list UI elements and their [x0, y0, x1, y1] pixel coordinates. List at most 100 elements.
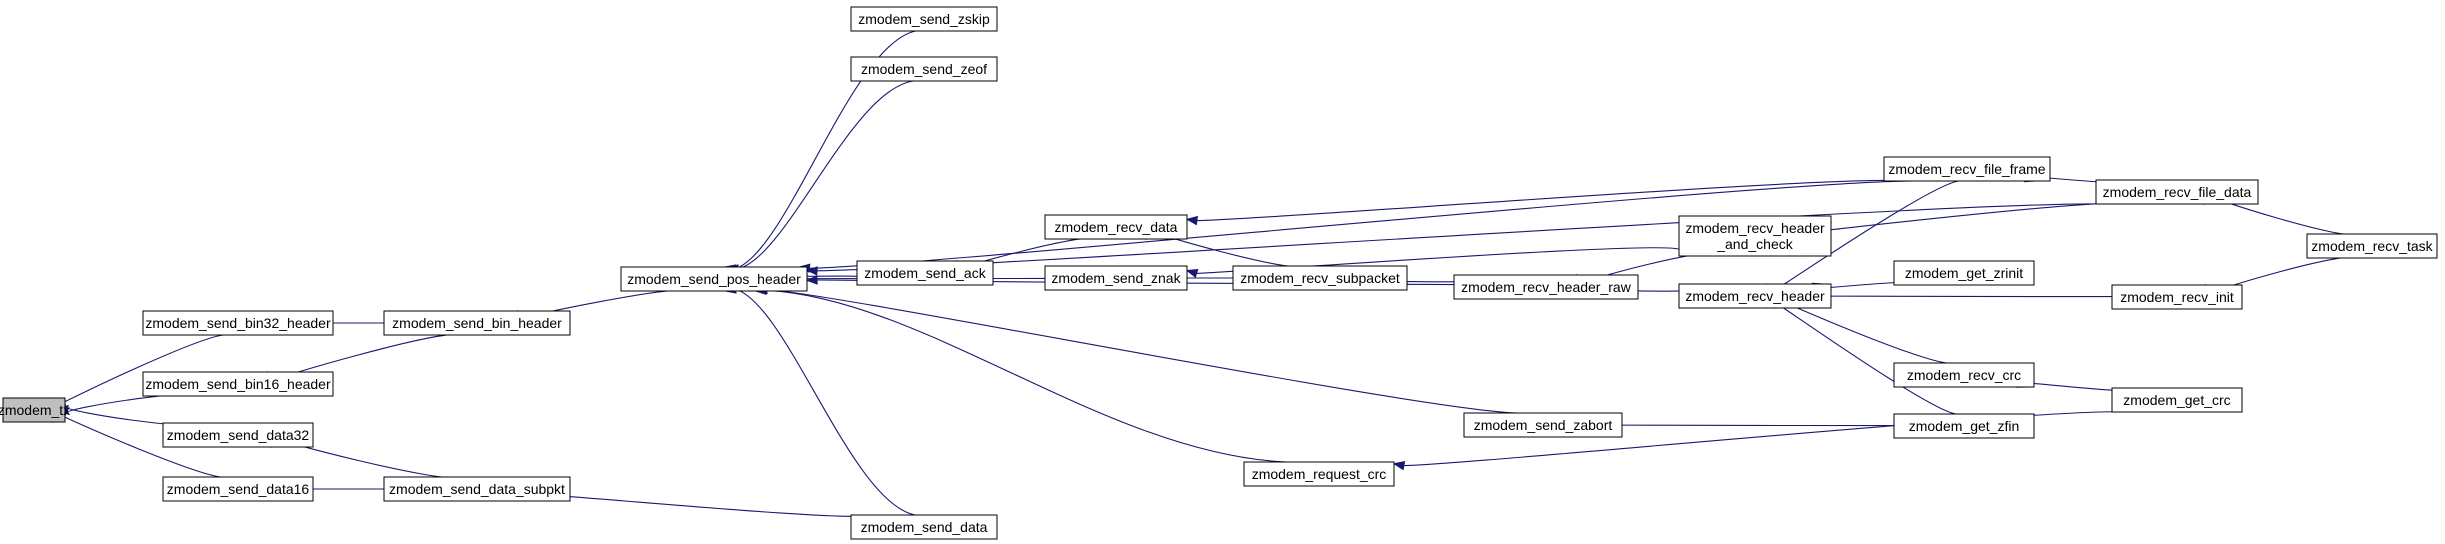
edge-zmodem-send-bin16-header-to-zmodem-tx — [63, 393, 204, 415]
node-label: zmodem_send_data_subpkt — [389, 481, 565, 497]
node-box — [1893, 362, 2035, 388]
node-box — [850, 514, 998, 540]
edge-zmodem-send-zabort-to-zmodem-send-pos-header — [766, 288, 1518, 414]
node-zmodem-recv-header[interactable]: zmodem_recv_header — [1678, 283, 1832, 309]
node-label: zmodem_recv_header_raw — [1461, 279, 1632, 295]
node-zmodem-recv-file-frame[interactable]: zmodem_recv_file_frame — [1883, 156, 2051, 182]
node-zmodem-tx[interactable]: zmodem_tx — [0, 397, 70, 423]
node-box — [1678, 215, 1832, 257]
node-box — [1243, 461, 1395, 487]
edge-zmodem-recv-file-frame-to-zmodem-recv-header — [1775, 180, 1960, 290]
node-zmodem-send-zeof[interactable]: zmodem_send_zeof — [850, 56, 998, 82]
node-label: zmodem_send_data32 — [167, 427, 310, 443]
node-box — [162, 422, 314, 448]
node-label: zmodem_recv_crc — [1907, 367, 2021, 383]
node-zmodem-get-zrinit[interactable]: zmodem_get_zrinit — [1893, 260, 2035, 286]
edge-zmodem-get-zfin-to-zmodem-recv-header — [1775, 302, 1957, 415]
node-label: zmodem_recv_init — [2120, 289, 2234, 305]
node-label: zmodem_get_zfin — [1909, 418, 2020, 434]
node-zmodem-send-pos-header[interactable]: zmodem_send_pos_header — [620, 266, 808, 292]
node-zmodem-send-bin-header[interactable]: zmodem_send_bin_header — [383, 310, 571, 336]
node-box — [1463, 412, 1623, 438]
edge-zmodem-recv-crc-to-zmodem-recv-header — [1781, 300, 1953, 364]
node-label: zmodem_send_pos_header — [627, 271, 801, 287]
edge-zmodem-recv-file-frame-to-zmodem-recv-data-arrowhead — [1185, 215, 1198, 226]
node-zmodem-recv-file-data[interactable]: zmodem_recv_file_data — [2095, 179, 2259, 205]
node-zmodem-send-bin16-header[interactable]: zmodem_send_bin16_header — [142, 371, 334, 397]
node-zmodem-send-bin32-header[interactable]: zmodem_send_bin32_header — [142, 310, 334, 336]
node-label: zmodem_get_crc — [2123, 392, 2230, 408]
edge-zmodem-send-data16-to-zmodem-tx — [59, 414, 227, 478]
node-label: zmodem_recv_file_data — [2103, 184, 2252, 200]
node-label: zmodem_send_zeof — [861, 61, 987, 77]
node-zmodem-send-data[interactable]: zmodem_send_data — [850, 514, 998, 540]
edge-zmodem-send-data-to-zmodem-send-data-subpkt — [555, 495, 872, 517]
node-zmodem-recv-subpacket[interactable]: zmodem_recv_subpacket — [1232, 265, 1408, 291]
node-box — [1232, 265, 1408, 291]
node-box — [2095, 179, 2259, 205]
node-zmodem-recv-header-raw[interactable]: zmodem_recv_header_raw — [1453, 274, 1639, 300]
edge-zmodem-send-zskip-to-zmodem-send-pos-header — [734, 30, 916, 270]
node-box — [850, 6, 998, 32]
edge-zmodem-send-data-to-zmodem-send-pos-header — [735, 288, 916, 516]
node-box — [2306, 233, 2438, 259]
node-zmodem-send-data-subpkt[interactable]: zmodem_send_data_subpkt — [383, 476, 571, 502]
node-box — [2111, 284, 2243, 310]
node-box — [2111, 387, 2243, 413]
node-zmodem-recv-data[interactable]: zmodem_recv_data — [1044, 214, 1188, 240]
node-box — [2, 397, 66, 423]
node-box — [142, 310, 334, 336]
node-zmodem-send-znak[interactable]: zmodem_send_znak — [1044, 265, 1188, 291]
node-box — [856, 260, 994, 286]
node-box — [1893, 413, 2035, 439]
edge-zmodem-recv-header-and-check-to-zmodem-send-znak — [1196, 247, 1680, 274]
node-box — [850, 56, 998, 82]
edge-zmodem-recv-file-frame-to-zmodem-recv-data — [1196, 179, 1902, 222]
node-zmodem-get-crc[interactable]: zmodem_get_crc — [2111, 387, 2243, 413]
edge-zmodem-recv-file-data-to-zmodem-send-pos-header-arrowhead — [805, 266, 818, 276]
node-zmodem-send-zabort[interactable]: zmodem_send_zabort — [1463, 412, 1623, 438]
node-label: zmodem_recv_subpacket — [1240, 270, 1400, 286]
node-label: zmodem_request_crc — [1252, 466, 1387, 482]
edge-zmodem-recv-header-and-check-to-zmodem-send-znak-arrowhead — [1185, 269, 1199, 279]
node-label: zmodem_send_ack — [864, 265, 986, 281]
node-box — [162, 476, 314, 502]
node-label: zmodem_recv_header — [1685, 288, 1825, 304]
node-zmodem-send-ack[interactable]: zmodem_send_ack — [856, 260, 994, 286]
node-label: _and_check — [1716, 236, 1794, 252]
node-box — [1678, 283, 1832, 309]
node-zmodem-recv-init[interactable]: zmodem_recv_init — [2111, 284, 2243, 310]
edge-zmodem-send-bin32-header-to-zmodem-tx — [58, 334, 228, 406]
node-zmodem-recv-header-and-check[interactable]: zmodem_recv_header_and_check — [1678, 215, 1832, 257]
edge-zmodem-request-crc-to-zmodem-send-pos-header — [765, 289, 1287, 463]
node-label: zmodem_recv_task — [2311, 238, 2433, 254]
edge-zmodem-get-crc-to-zmodem-request-crc — [1403, 411, 2125, 467]
node-box — [1453, 274, 1639, 300]
node-label: zmodem_send_data — [861, 519, 988, 535]
node-box — [620, 266, 808, 292]
node-box — [1883, 156, 2051, 182]
node-label: zmodem_send_bin16_header — [145, 376, 331, 392]
edge-zmodem-send-zeof-to-zmodem-send-pos-header — [737, 80, 914, 270]
node-label: zmodem_send_data16 — [167, 481, 310, 497]
node-zmodem-get-zfin[interactable]: zmodem_get_zfin — [1893, 413, 2035, 439]
node-label: zmodem_send_zskip — [858, 11, 990, 27]
node-zmodem-send-zskip[interactable]: zmodem_send_zskip — [850, 6, 998, 32]
node-layer: zmodem_tx zmodem_send_bin32_header zmodem_… — [0, 6, 2438, 540]
node-zmodem-recv-task[interactable]: zmodem_recv_task — [2306, 233, 2438, 259]
node-label: zmodem_recv_header — [1685, 220, 1825, 236]
node-box — [1044, 265, 1188, 291]
node-label: zmodem_send_bin32_header — [145, 315, 331, 331]
node-label: zmodem_tx — [0, 402, 70, 418]
node-zmodem-send-data32[interactable]: zmodem_send_data32 — [162, 422, 314, 448]
node-zmodem-send-data16[interactable]: zmodem_send_data16 — [162, 476, 314, 502]
node-label: zmodem_recv_data — [1055, 219, 1178, 235]
edge-zmodem-get-crc-to-zmodem-request-crc-arrowhead — [1392, 460, 1406, 471]
node-box — [383, 310, 571, 336]
node-zmodem-request-crc[interactable]: zmodem_request_crc — [1243, 461, 1395, 487]
node-zmodem-recv-crc[interactable]: zmodem_recv_crc — [1893, 362, 2035, 388]
node-box — [383, 476, 571, 502]
edge-zmodem-recv-init-to-zmodem-recv-header — [1820, 295, 2113, 298]
node-label: zmodem_send_bin_header — [392, 315, 562, 331]
